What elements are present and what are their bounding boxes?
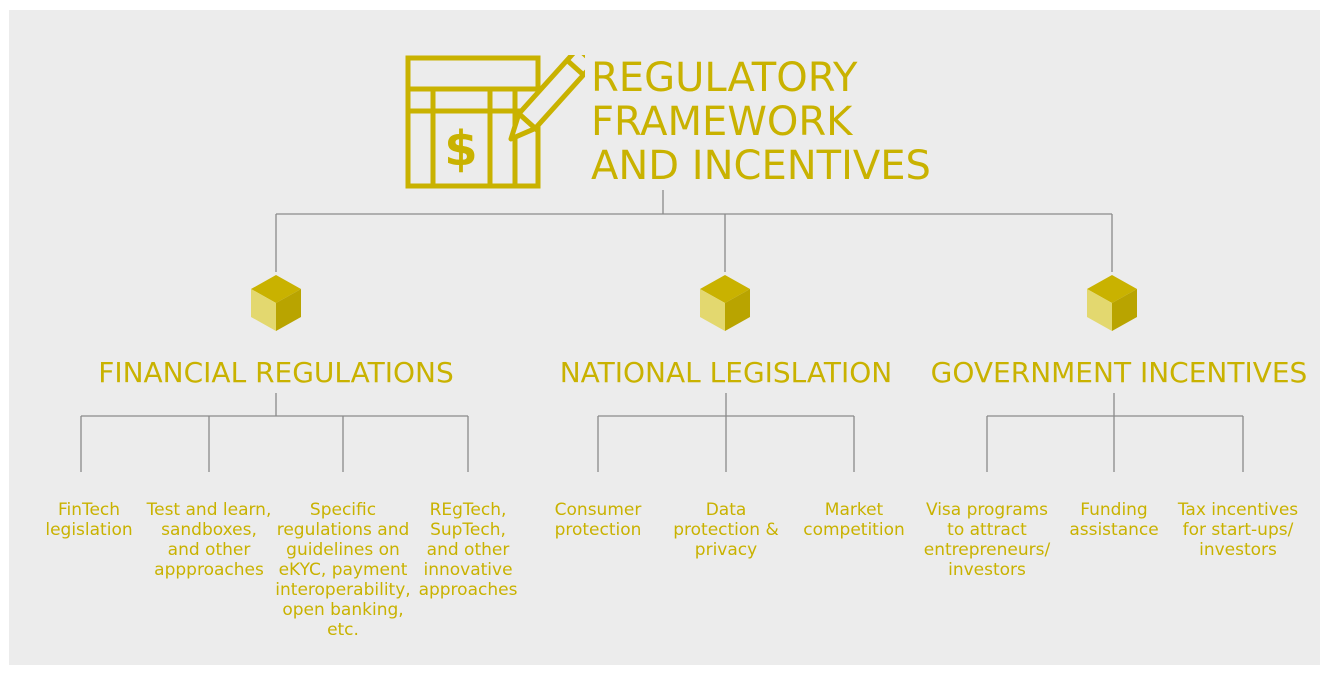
leaf-regtech-suptech: REgTech, SupTech, and other innovative a…	[398, 500, 538, 600]
leaf-specific-regulations: Specific regulations and guidelines on e…	[273, 500, 413, 640]
leaf-line: SupTech,	[430, 520, 506, 540]
leaf-line: to attract	[947, 520, 1027, 540]
leaf-line: sandboxes,	[161, 520, 257, 540]
leaf-line: protection &	[673, 520, 779, 540]
government-connector	[986, 393, 1244, 472]
svg-text:$: $	[444, 121, 477, 177]
ledger-dollar-pencil-icon: $	[405, 55, 585, 189]
leaf-line: eKYC, payment	[278, 560, 408, 580]
leaf-line: and other	[426, 540, 510, 560]
category-national-legislation: NATIONAL LEGISLATION	[559, 356, 893, 389]
title-line-1: REGULATORY	[591, 55, 858, 101]
leaf-line: guidelines on	[286, 540, 400, 560]
leaf-visa-programs: Visa programs to attract entrepreneurs/ …	[917, 500, 1057, 580]
leaf-line: interoperability,	[275, 580, 411, 600]
leaf-tax-incentives: Tax incentives for start-ups/ investors	[1168, 500, 1308, 560]
title-line-2: FRAMEWORK	[591, 99, 853, 145]
leaf-line: Market	[824, 500, 884, 520]
leaf-line: assistance	[1069, 520, 1159, 540]
leaf-line: legislation	[45, 520, 133, 540]
leaf-line: competition	[803, 520, 905, 540]
cube-icon	[1087, 275, 1137, 331]
leaf-line: Test and learn,	[146, 500, 272, 520]
title-line-3: AND INCENTIVES	[591, 143, 931, 189]
leaf-line: investors	[1199, 540, 1277, 560]
leaf-line: investors	[948, 560, 1026, 580]
leaf-funding-assistance: Funding assistance	[1044, 500, 1184, 540]
financial-connector	[80, 393, 469, 472]
leaf-data-protection: Data protection & privacy	[656, 500, 796, 560]
leaf-market-competition: Market competition	[784, 500, 924, 540]
leaf-line: Specific	[309, 500, 377, 520]
leaf-line: and other	[167, 540, 251, 560]
leaf-line: Data	[705, 500, 747, 520]
leaf-line: protection	[554, 520, 642, 540]
leaf-test-and-learn: Test and learn, sandboxes, and other app…	[139, 500, 279, 580]
leaf-line: appproaches	[154, 560, 264, 580]
leaf-line: for start-ups/	[1182, 520, 1294, 540]
category-government-incentives: GOVERNMENT INCENTIVES	[930, 356, 1308, 389]
leaf-line: entrepreneurs/	[923, 540, 1051, 560]
title-connector	[275, 190, 1113, 272]
leaf-line: approaches	[418, 580, 518, 600]
national-connector	[597, 393, 855, 472]
leaf-line: FinTech	[57, 500, 121, 520]
leaf-line: innovative	[423, 560, 513, 580]
leaf-fintech-legislation: FinTech legislation	[19, 500, 159, 540]
leaf-line: regulations and	[276, 520, 410, 540]
leaf-line: Tax incentives	[1177, 500, 1299, 520]
leaf-line: Visa programs	[925, 500, 1049, 520]
leaf-line: REgTech,	[429, 500, 507, 520]
leaf-line: open banking,	[282, 600, 404, 620]
cube-icon	[700, 275, 750, 331]
leaf-line: etc.	[327, 620, 359, 640]
leaf-consumer-protection: Consumer protection	[528, 500, 668, 540]
cube-icon	[251, 275, 301, 331]
leaf-line: privacy	[694, 540, 758, 560]
leaf-line: Funding	[1080, 500, 1148, 520]
category-financial-regulations: FINANCIAL REGULATIONS	[98, 356, 454, 389]
diagram-panel	[9, 10, 1320, 665]
leaf-line: Consumer	[554, 500, 642, 520]
